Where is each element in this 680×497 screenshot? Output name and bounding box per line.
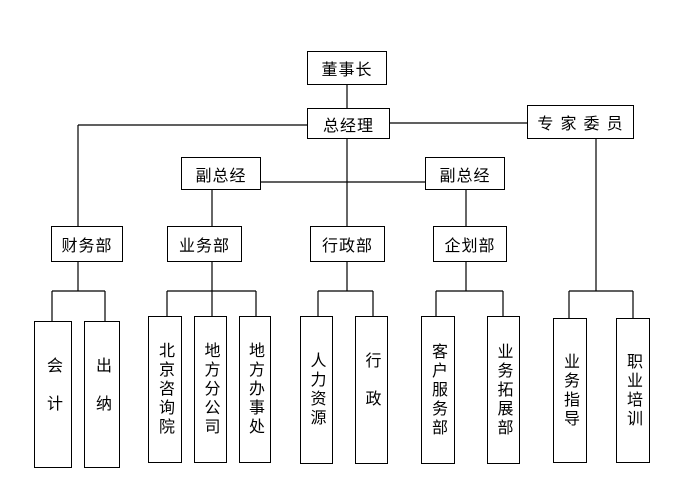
customer-service-box: 客户服务部 [421,316,455,464]
local-office-label: 地方办事处 [246,342,265,437]
human-resources-label: 人力资源 [307,352,327,428]
finance-dept-box: 财务部 [51,226,123,262]
accounting-label: 会计 [44,356,63,433]
cashier-box: 出纳 [84,321,120,468]
planning-dept-box: 企划部 [433,226,507,262]
customer-service-label: 客户服务部 [429,342,448,438]
local-branch-label: 地方分公司 [201,342,221,437]
general-manager-box: 总经理 [307,108,390,139]
expert-committee-label: 专 家 委 员 [537,114,624,133]
vocational-training-box: 职业培训 [616,318,650,463]
deputy-gm-right-box: 副总经 [425,157,505,190]
admin-dept-label: 行政部 [321,236,373,255]
expert-committee-box: 专 家 委 员 [527,105,634,139]
local-office-box: 地方办事处 [239,316,271,463]
human-resources-box: 人力资源 [300,316,333,464]
administration-label: 行政 [362,352,382,428]
beijing-consulting-box: 北京咨询院 [148,316,182,463]
business-dept-box: 业务部 [167,226,242,262]
business-dept-label: 业务部 [178,236,230,255]
deputy-gm-right-label: 副总经 [439,165,491,185]
beijing-consulting-label: 北京咨询院 [156,342,175,437]
chairman-box: 董事长 [307,51,387,85]
general-manager-label: 总经理 [322,115,374,135]
chairman-label: 董事长 [321,60,373,79]
cashier-label: 出纳 [93,356,112,433]
admin-dept-box: 行政部 [310,226,385,262]
local-branch-box: 地方分公司 [194,316,227,463]
vocational-training-label: 职业培训 [624,352,643,429]
business-expansion-box: 业务拓展部 [487,316,520,464]
business-expansion-label: 业务拓展部 [494,342,514,438]
business-guidance-label: 业务指导 [561,352,580,429]
business-guidance-box: 业务指导 [553,318,587,463]
finance-dept-label: 财务部 [61,236,113,255]
deputy-gm-left-box: 副总经 [181,157,261,190]
planning-dept-label: 企划部 [444,236,496,255]
accounting-box: 会计 [34,321,72,468]
administration-box: 行政 [355,316,388,464]
deputy-gm-left-label: 副总经 [195,165,247,185]
